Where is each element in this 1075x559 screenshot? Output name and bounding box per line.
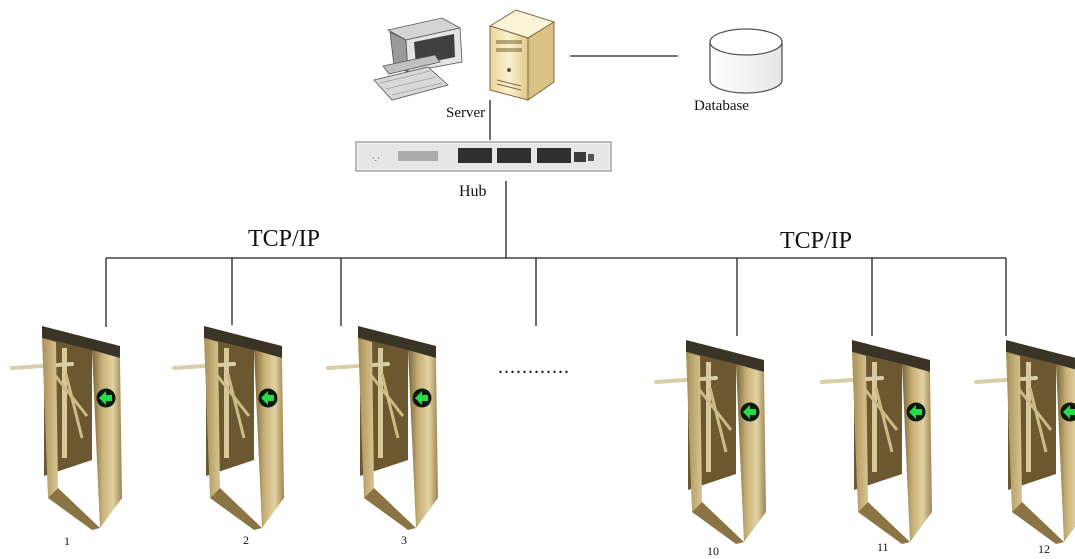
ellipsis: ............ [498, 356, 570, 378]
server-icon [488, 9, 556, 101]
turnstile-3 [326, 324, 440, 532]
hub-label: Hub [459, 183, 487, 200]
svg-text:·.·: ·.· [372, 154, 380, 163]
turnstile-number-1: 1 [64, 534, 70, 548]
turnstile-2 [172, 324, 286, 532]
turnstile-number-2: 2 [243, 533, 249, 547]
turnstile-11 [820, 338, 934, 546]
turnstile-1 [10, 324, 124, 532]
network-label-right: TCP/IP [780, 228, 853, 254]
turnstile-number-3: 3 [401, 533, 407, 547]
server-label: Server [446, 105, 486, 121]
turnstile-10 [654, 338, 768, 546]
turnstile-number-10: 10 [707, 544, 719, 558]
turnstile-12 [974, 338, 1075, 546]
network-label-left: TCP/IP [248, 226, 321, 252]
hub-icon: ·.· [355, 141, 612, 172]
connection-lines [105, 55, 1007, 336]
computer-icon [373, 17, 463, 101]
turnstile-number-12: 12 [1038, 542, 1050, 556]
database-icon [709, 28, 783, 94]
turnstile-number-11: 11 [877, 540, 889, 554]
database-label: Database [694, 98, 749, 114]
